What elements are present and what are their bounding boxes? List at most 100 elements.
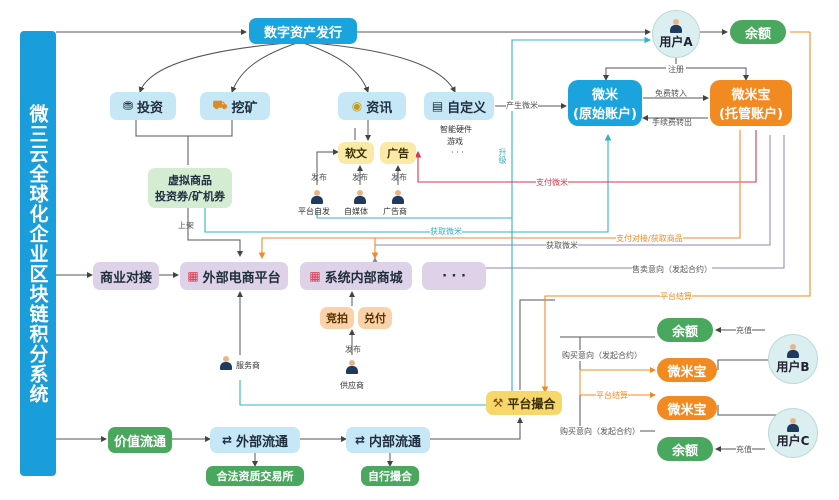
node-balance-c: 余额	[657, 437, 713, 461]
label-platform-settle-2: 平台结算	[596, 390, 628, 401]
label-upgrade: 升级	[498, 148, 507, 164]
node-invest-label: 投资	[137, 100, 164, 116]
user-a: 用户A	[652, 10, 700, 58]
node-weimibao-line2: (托管账户)	[719, 107, 783, 122]
system-title: 微三云全球化企业区块链积分系统	[20, 31, 56, 476]
label-sell-intent: 售卖意向（发起合约）	[632, 264, 712, 275]
node-internal-mall: ▦系统内部商城	[300, 262, 412, 290]
label-buy-intent-2: 购买意向（发起合约）	[560, 426, 640, 437]
node-soft-article: 软文	[338, 142, 374, 164]
node-invest: ⛃投资	[110, 92, 176, 120]
label-self-media: 自媒体	[344, 207, 368, 216]
node-weimi-line2: (原始账户)	[573, 107, 637, 122]
node-digital-asset-label: 数字资产发行	[263, 25, 342, 41]
custom-item-hardware: 智能硬件	[440, 125, 472, 134]
exchange-icon: ⇄	[221, 433, 233, 447]
label-shelf: 上架	[178, 221, 194, 230]
person-icon	[787, 417, 799, 432]
person-icon	[392, 190, 404, 204]
node-custom-label: 自定义	[447, 100, 487, 116]
user-a-label: 用户A	[659, 34, 693, 49]
person-icon	[311, 190, 323, 204]
label-fee-out: 手续费转出	[652, 118, 692, 127]
node-balance-a-label: 余额	[744, 26, 771, 42]
node-legal-exchange-label: 合法资质交易所	[216, 470, 294, 483]
node-virtual-goods-line1: 虚拟商品	[168, 174, 212, 187]
node-value-flow: 价值流通	[108, 427, 172, 453]
node-digital-asset: 数字资产发行	[249, 18, 357, 44]
node-mining-label: 挖矿	[231, 100, 258, 116]
label-publish-2: 发布	[352, 173, 368, 182]
user-c: 用户C	[768, 408, 818, 458]
label-platform-self: 平台自发	[298, 207, 330, 216]
label-recharge-2: 充值	[736, 444, 752, 455]
user-b: 用户B	[768, 334, 818, 384]
node-mining: ⛟挖矿	[200, 92, 270, 120]
node-weimibao-b-label: 微米宝	[667, 364, 707, 380]
label-service-provider: 服务商	[236, 361, 260, 370]
node-weimi: 微米 (原始账户)	[568, 80, 642, 126]
node-platform-match: ⚒平台撮合	[486, 391, 562, 415]
node-platform-match-label: 平台撮合	[507, 396, 556, 411]
node-external-flow: ⇄外部流通	[210, 427, 300, 453]
node-weimibao: 微米宝 (托管账户)	[710, 80, 792, 126]
node-self-match-label: 自行撮合	[368, 470, 412, 483]
custom-item-more: · · ·	[451, 148, 464, 157]
node-redeem-label: 兑付	[364, 312, 386, 325]
node-external-flow-label: 外部流通	[236, 434, 289, 450]
node-auction: 竞拍	[320, 307, 354, 329]
node-balance-b: 余额	[657, 318, 713, 342]
store-icon: ▦	[187, 269, 199, 283]
custom-item-game: 游戏	[447, 137, 463, 146]
label-register: 注册	[666, 64, 686, 75]
hammer-icon: ⚒	[492, 396, 504, 410]
node-redeem: 兑付	[358, 307, 392, 329]
node-auction-label: 竞拍	[326, 312, 348, 325]
node-weimibao-c-label: 微米宝	[667, 402, 707, 418]
person-icon	[670, 18, 682, 33]
node-soft-article-label: 软文	[345, 147, 367, 160]
node-balance-a: 余额	[730, 20, 786, 44]
label-publish-4: 发布	[345, 345, 361, 354]
node-internal-flow: ⇄内部流通	[346, 427, 430, 453]
coins-icon: ⛃	[122, 99, 134, 113]
user-b-label: 用户B	[776, 359, 810, 374]
label-pay-weimi: 支付微米	[536, 177, 568, 188]
node-custom: ▤自定义	[424, 92, 494, 120]
node-external-mall-label: 外部电商平台	[202, 270, 281, 286]
store-icon: ▦	[309, 269, 321, 283]
node-virtual-goods: 虚拟商品 投资券/矿机券	[148, 168, 232, 208]
node-ad-label: 广告	[387, 147, 409, 160]
label-pay-dock: 支付对接/获取商品	[616, 233, 683, 244]
label-get-weimi-2: 获取微米	[546, 240, 578, 251]
node-news-label: 资讯	[366, 100, 393, 116]
node-balance-c-label: 余额	[671, 443, 698, 459]
news-icon: ◉	[351, 99, 363, 113]
node-more-label: · · ·	[442, 268, 466, 284]
node-ad: 广告	[380, 142, 416, 164]
person-icon	[787, 343, 799, 358]
node-weimibao-c: 微米宝	[657, 396, 717, 420]
person-icon	[220, 356, 232, 370]
node-legal-exchange: 合法资质交易所	[206, 466, 304, 486]
node-business-dock: 商业对接	[93, 262, 159, 290]
label-supplier: 供应商	[340, 381, 364, 390]
person-icon	[346, 360, 358, 374]
exchange-icon: ⇄	[354, 433, 366, 447]
document-icon: ▤	[431, 99, 444, 113]
node-weimibao-line1: 微米宝	[731, 88, 771, 103]
user-c-label: 用户C	[776, 433, 810, 448]
node-internal-flow-label: 内部流通	[369, 434, 422, 450]
node-weimibao-b: 微米宝	[657, 358, 717, 382]
label-publish-3: 发布	[391, 173, 407, 182]
node-balance-b-label: 余额	[671, 324, 698, 340]
node-self-match: 自行撮合	[361, 466, 419, 486]
label-recharge-1: 充值	[736, 325, 752, 336]
label-produce: 产生微米	[506, 100, 538, 111]
truck-icon: ⛟	[212, 98, 228, 112]
person-icon	[354, 190, 366, 204]
node-more: · · ·	[422, 262, 486, 290]
label-publish-1: 发布	[311, 173, 327, 182]
node-virtual-goods-line2: 投资券/矿机券	[154, 190, 226, 203]
node-internal-mall-label: 系统内部商城	[324, 270, 403, 286]
